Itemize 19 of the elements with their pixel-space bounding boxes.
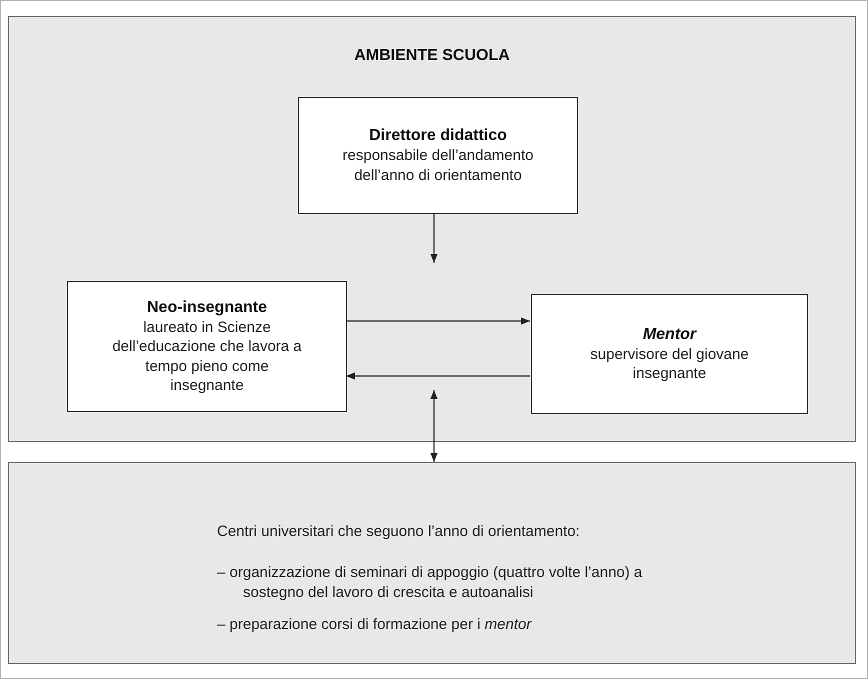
arrow xyxy=(430,390,438,462)
role-box xyxy=(298,97,578,214)
arrow xyxy=(430,213,438,263)
role-box xyxy=(531,294,808,414)
role-box xyxy=(67,281,347,412)
list-item: – organizzazione di seminari di appoggio (quattro volte l’anno) a sostegno del lavoro di crescita e autoanalisi xyxy=(217,563,644,602)
role-title: Neo-insegnante xyxy=(146,298,267,318)
arrow xyxy=(346,372,530,380)
panel-intro: Centri universitari che seguono l’anno di orientamento: xyxy=(217,523,581,540)
region-title: AMBIENTE SCUOLA xyxy=(354,47,510,65)
list-item: – preparazione corsi di formazione per i mentor xyxy=(217,615,533,634)
role-description: responsabile dell’andamento dell’anno di orientamento xyxy=(342,146,534,185)
role-description: supervisore del giovane insegnante xyxy=(589,344,750,384)
arrow xyxy=(346,317,530,325)
role-title: Mentor xyxy=(642,324,696,344)
role-title: Direttore didattico xyxy=(369,126,507,146)
region-box xyxy=(8,16,856,442)
role-description: laureato in Scienze dell’educazione che lavora a tempo pieno come insegnante xyxy=(111,318,303,396)
info-panel xyxy=(8,462,856,664)
